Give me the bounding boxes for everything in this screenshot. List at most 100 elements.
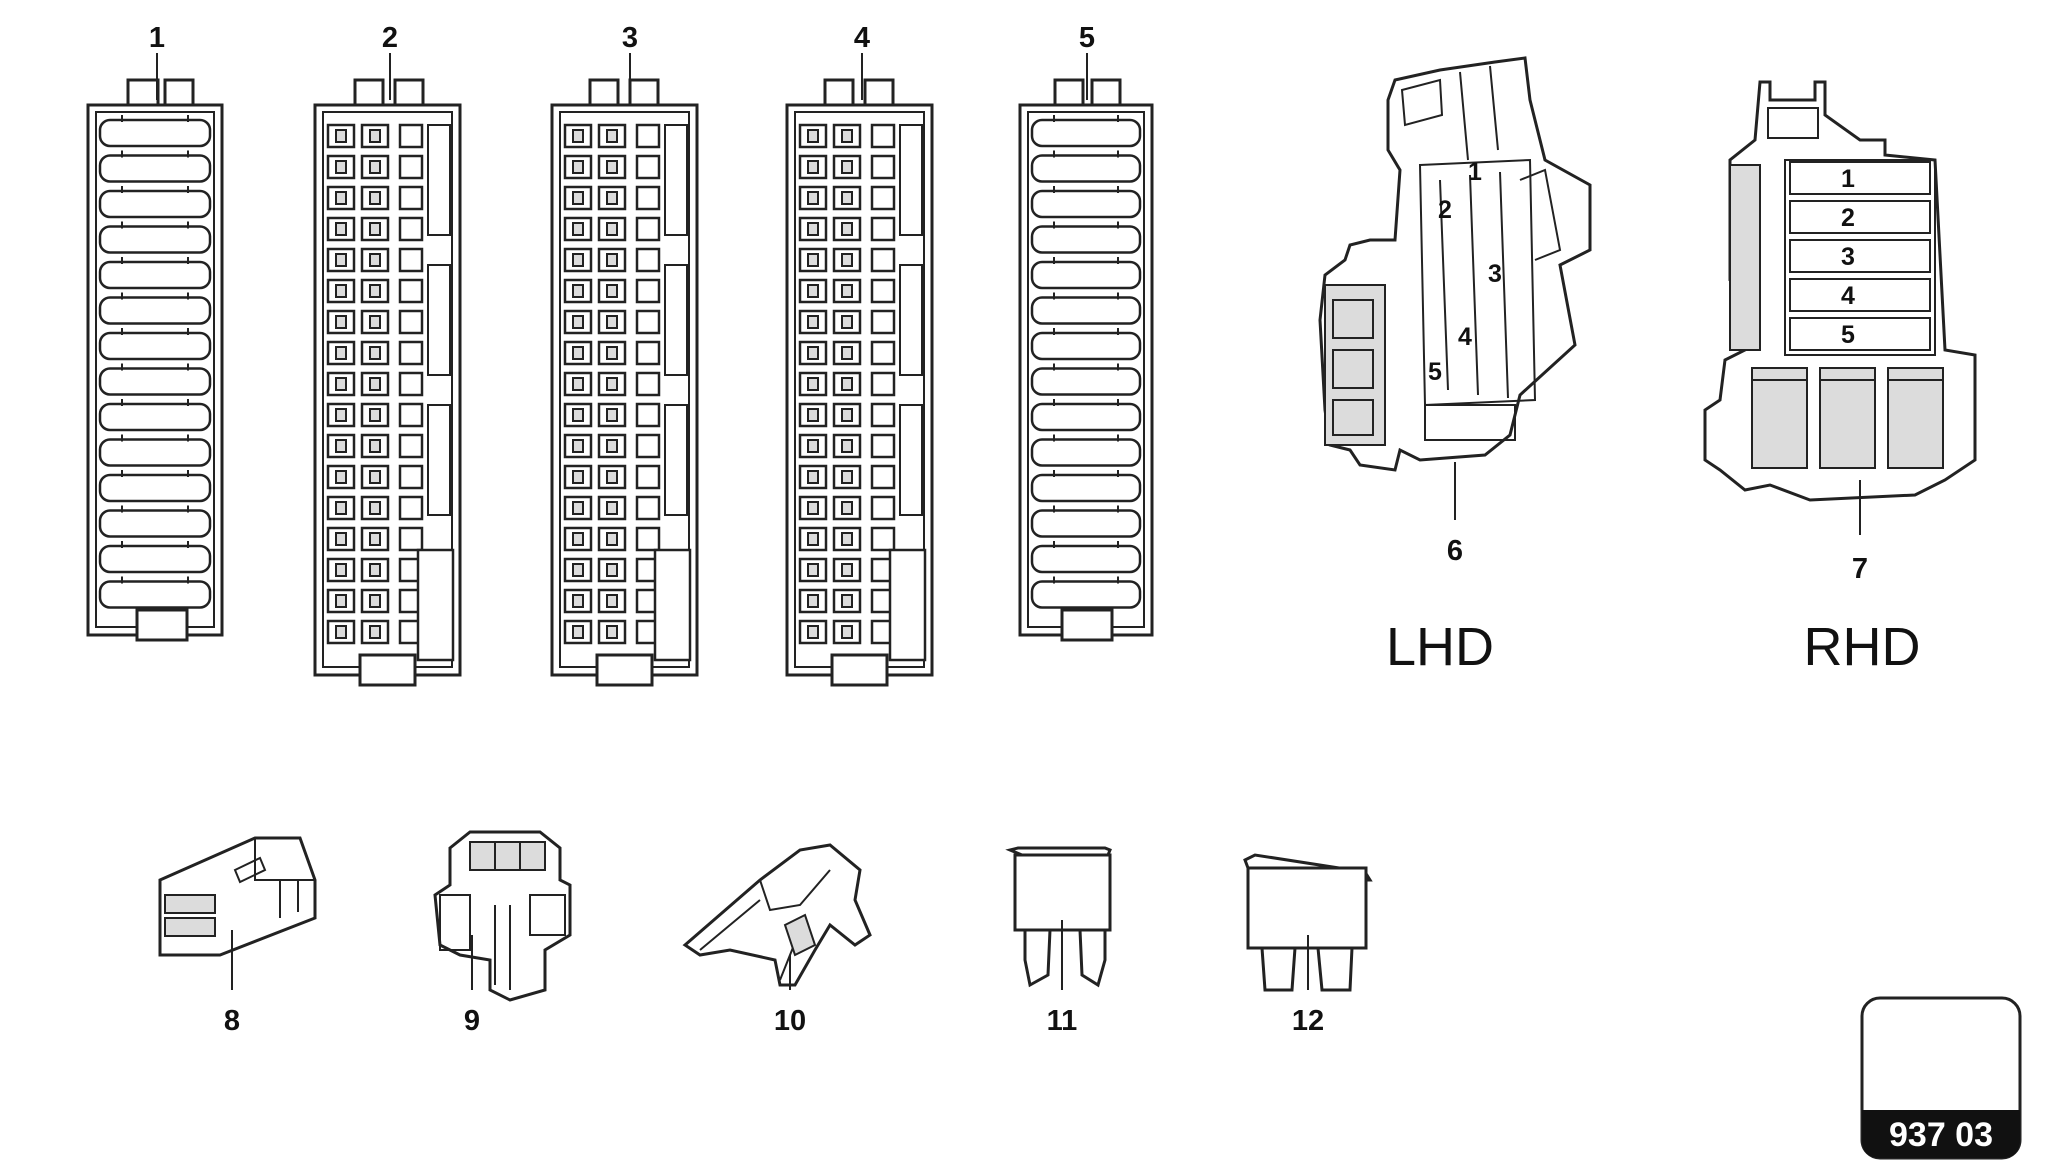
fuse-slot: [98, 118, 212, 148]
rhd-slot-4-label: 4: [1841, 282, 1855, 310]
terminal-cell: [635, 278, 661, 304]
terminal-pin: [369, 160, 381, 174]
terminal-cell: [635, 247, 661, 273]
terminal-pin: [369, 594, 381, 608]
fuse-slot: [1030, 544, 1142, 574]
terminal-cell: [635, 154, 661, 180]
terminal-pin: [369, 315, 381, 329]
terminal-pin: [335, 439, 347, 453]
terminal-pin: [606, 315, 618, 329]
terminal-pin: [841, 563, 853, 577]
terminal-pin: [841, 594, 853, 608]
terminal-pin: [606, 470, 618, 484]
part-9-connector[interactable]: [433, 830, 572, 1002]
terminal-pin: [606, 346, 618, 360]
terminal-pin: [335, 222, 347, 236]
fuse-slot: [98, 189, 212, 219]
terminal-pin: [807, 129, 819, 143]
fuse-slot: [1030, 296, 1142, 325]
terminal-cell: [870, 402, 896, 428]
terminal-cell: [870, 216, 896, 242]
terminal-cell: [870, 433, 896, 459]
relay-bay: [427, 404, 451, 516]
lhd-slot-2-label: 2: [1438, 196, 1452, 224]
relay-bay: [416, 548, 455, 662]
terminal-pin: [572, 532, 584, 546]
terminal-pin: [606, 532, 618, 546]
fuse-slot: [98, 402, 212, 432]
fuse-slot: [98, 296, 212, 325]
terminal-cell: [635, 309, 661, 335]
terminal-cell: [635, 340, 661, 366]
terminal-cell: [635, 216, 661, 242]
part-5-fuse-carrier[interactable]: [1018, 78, 1154, 642]
relay-bay: [664, 404, 688, 516]
terminal-pin: [606, 222, 618, 236]
terminal-pin: [841, 222, 853, 236]
part-3-relay-carrier[interactable]: [550, 78, 699, 687]
lhd-label: LHD: [1386, 617, 1494, 677]
terminal-cell: [398, 495, 424, 521]
terminal-pin: [606, 191, 618, 205]
part-4-relay-carrier[interactable]: [785, 78, 934, 687]
terminal-pin: [572, 501, 584, 515]
relay-bay: [653, 548, 692, 662]
part-1-fuse-carrier[interactable]: [86, 78, 224, 642]
terminal-pin: [572, 470, 584, 484]
terminal-pin: [572, 284, 584, 298]
part-8-connector-housing[interactable]: [158, 836, 317, 957]
terminal-cell: [398, 464, 424, 490]
terminal-pin: [841, 315, 853, 329]
terminal-cell: [870, 123, 896, 149]
terminal-pin: [841, 253, 853, 267]
fuse-slot: [1030, 331, 1142, 361]
terminal-pin: [807, 191, 819, 205]
terminal-pin: [572, 625, 584, 639]
terminal-cell: [398, 433, 424, 459]
fuse-slot: [98, 509, 212, 538]
part-11-mini-fuse[interactable]: [1005, 846, 1112, 988]
terminal-pin: [841, 129, 853, 143]
terminal-cell: [870, 278, 896, 304]
fuse-slot: [1030, 473, 1142, 503]
fuse-slot: [98, 544, 212, 574]
callout-3: 3: [622, 22, 638, 54]
fuse-slot: [1030, 580, 1142, 609]
relay-bay: [899, 264, 923, 376]
terminal-pin: [606, 563, 618, 577]
fuse-slot: [1030, 402, 1142, 432]
fuse-slot: [98, 367, 212, 396]
terminal-pin: [369, 222, 381, 236]
callout-8: 8: [224, 1005, 240, 1037]
terminal-pin: [572, 191, 584, 205]
fuse-slot: [98, 438, 212, 467]
fuse-slot: [1030, 225, 1142, 254]
terminal-cell: [870, 526, 896, 552]
rhd-slot-5-label: 5: [1841, 321, 1855, 349]
callout-6: 6: [1447, 535, 1463, 567]
part-10-fuse-puller[interactable]: [682, 843, 872, 987]
terminal-cell: [870, 185, 896, 211]
terminal-pin: [572, 315, 584, 329]
fuse-slot: [1030, 189, 1142, 219]
part-6-lhd-fuse-box[interactable]: 1 2 3 4 5: [1318, 56, 1592, 472]
lhd-slot-1-label: 1: [1468, 158, 1482, 186]
terminal-pin: [335, 532, 347, 546]
terminal-pin: [841, 470, 853, 484]
terminal-pin: [369, 532, 381, 546]
terminal-pin: [807, 594, 819, 608]
terminal-pin: [335, 377, 347, 391]
terminal-pin: [807, 253, 819, 267]
fuse-slot: [1030, 154, 1142, 183]
terminal-pin: [572, 377, 584, 391]
terminal-pin: [841, 191, 853, 205]
terminal-pin: [335, 346, 347, 360]
terminal-pin: [807, 160, 819, 174]
relay-bay: [899, 404, 923, 516]
part-12-blade-fuse[interactable]: [1243, 853, 1373, 992]
part-2-relay-carrier[interactable]: [313, 78, 462, 687]
fuse-slot: [98, 580, 212, 609]
diagram-code: 937 03: [1889, 1116, 1993, 1154]
